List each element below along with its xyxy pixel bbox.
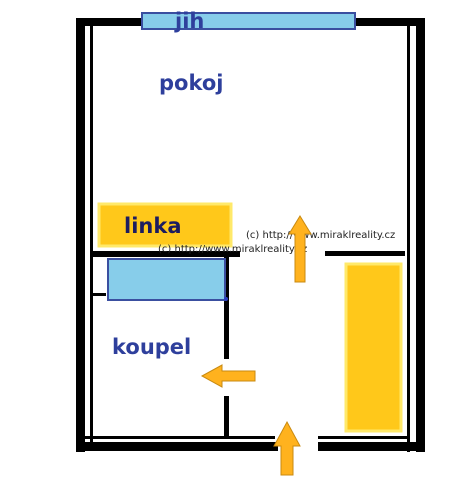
left-wall [76,18,85,452]
bathroom-wall-upper [224,254,229,359]
copyright-top: (c) http://www.miraklreality.cz [246,230,395,241]
bathtub [107,258,226,301]
bottom-wall-right-inner-line [318,436,410,439]
wardrobe [344,262,403,433]
room-label: pokoj [159,71,224,95]
copyright-bottom: (c) http://www.miraklreality.cz [158,244,307,255]
window-pane [141,12,356,30]
top-wall-left [76,18,142,26]
arrows [200,215,312,476]
bottom-wall-left [76,442,278,451]
interior-walls [92,251,405,438]
right-wall [416,18,425,452]
bottom-wall-right [318,442,425,451]
top-wall-right [355,18,425,26]
kitchen-counter [97,202,233,248]
outer-walls [76,18,425,452]
bathroom-label: koupel [112,335,191,359]
arrow-up-icon [288,215,312,283]
bathroom-small-line [92,293,106,296]
arrow-left-icon [200,364,256,388]
left-wall-inner-line [90,22,93,444]
south-label: jih [174,9,204,33]
bathroom-wall-lower [224,396,229,438]
entrance-arrow-up-icon [273,420,301,476]
hall-divider-wall [325,251,405,256]
right-wall-inner-line [407,22,410,452]
bathtub-drain [224,297,228,301]
bottom-wall-inner-line [85,436,275,439]
kitchen-label: linka [124,214,181,238]
kitchen-divider-wall [92,251,240,257]
kitchen-line: linka [97,202,233,248]
south-window: jih [141,9,356,33]
